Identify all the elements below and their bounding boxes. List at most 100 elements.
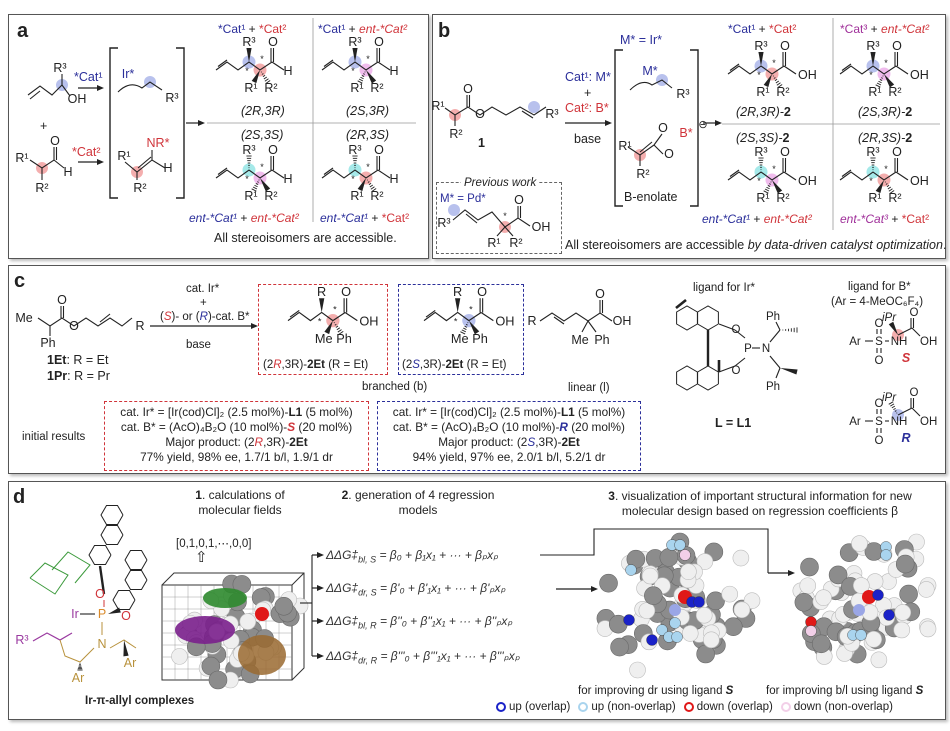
legend-label: up (non-overlap) bbox=[591, 701, 676, 713]
wedge-bond bbox=[366, 70, 377, 84]
stereocenter-highlight bbox=[528, 101, 540, 113]
bond bbox=[504, 226, 514, 237]
carbon-sphere bbox=[724, 617, 743, 636]
atom-label: iPr bbox=[882, 312, 897, 324]
bond bbox=[769, 329, 781, 343]
bond bbox=[264, 78, 269, 82]
metal-ir-label: M* = Ir* bbox=[620, 33, 663, 47]
conditions-s: cat. Ir* = [Ir(cod)Cl]₂ (2.5 mol%)-L1 (5… bbox=[104, 405, 369, 465]
t: (5 mol%) bbox=[302, 405, 353, 419]
atom-label: Ph bbox=[472, 331, 488, 346]
wedge-bond bbox=[352, 48, 358, 62]
line: 1. calculations of bbox=[170, 488, 310, 503]
up-nonoverlap-marker bbox=[880, 549, 892, 561]
bond bbox=[729, 169, 740, 177]
atom-label: R³ bbox=[242, 35, 255, 49]
bond bbox=[464, 325, 468, 328]
carbon-sphere bbox=[864, 542, 884, 561]
hydrogen-sphere bbox=[638, 602, 656, 619]
bond bbox=[465, 323, 468, 326]
atom-label: O bbox=[595, 287, 605, 301]
up-nonoverlap-marker bbox=[671, 631, 683, 643]
product-2s3r-box bbox=[398, 284, 524, 375]
bond bbox=[886, 184, 890, 188]
legend-ring-icon bbox=[496, 702, 506, 712]
wedge-bond bbox=[888, 321, 898, 335]
legend-label: down (overlap) bbox=[696, 701, 773, 713]
atom-label: M* bbox=[642, 64, 657, 78]
up-nonoverlap-marker bbox=[855, 629, 867, 641]
desc: : R = Pr bbox=[67, 369, 110, 383]
t: cat. B* = (AcO)₄B₂O (10 mol%)- bbox=[120, 420, 288, 434]
atom-label: S bbox=[875, 336, 883, 348]
stereocenter-highlight bbox=[448, 204, 460, 216]
atom-label: R bbox=[317, 284, 326, 299]
header-a-tl: *Cat¹ + *Cat² bbox=[218, 22, 286, 36]
config-a-tr: (2S,3R) bbox=[346, 104, 390, 118]
cat2-label: *Cat² bbox=[72, 145, 101, 159]
hydrogen-sphere bbox=[695, 606, 713, 624]
arrowhead bbox=[97, 159, 104, 165]
aromatic-ring bbox=[100, 524, 124, 546]
header-b-tr: *Cat³ + ent-*Cat² bbox=[840, 22, 929, 36]
bond bbox=[769, 355, 781, 369]
t: )-cat. B* bbox=[207, 311, 250, 323]
bond bbox=[769, 183, 771, 185]
bond bbox=[321, 169, 379, 179]
atom-label: S bbox=[902, 351, 911, 365]
atom-label: H bbox=[389, 172, 398, 186]
atom-label: R bbox=[135, 319, 144, 333]
hydrogen-sphere bbox=[680, 563, 697, 580]
t: . visualization of important structural … bbox=[614, 489, 912, 503]
bond bbox=[881, 77, 883, 79]
atom-label: Ph bbox=[766, 381, 780, 393]
bond bbox=[897, 327, 913, 336]
atom-label: OH bbox=[910, 68, 929, 82]
atom-label: OH bbox=[920, 336, 937, 348]
hydrogen-sphere bbox=[703, 631, 720, 649]
bond bbox=[841, 169, 852, 177]
hydrogen-sphere bbox=[866, 573, 884, 590]
bond bbox=[587, 320, 597, 333]
t: L1 bbox=[736, 416, 752, 430]
t: ,3R)- bbox=[419, 359, 446, 371]
bond bbox=[255, 183, 259, 185]
atom-label: R³ bbox=[754, 145, 767, 159]
atom-label: R¹ bbox=[487, 236, 500, 250]
ligand-ir-title: ligand for Ir* bbox=[693, 282, 756, 294]
footer-text: All stereoisomers are accessible bbox=[565, 238, 748, 252]
up-arrow-icon: ⇧ bbox=[195, 549, 208, 566]
desc: : R = Et bbox=[66, 353, 109, 367]
bond bbox=[109, 47, 118, 199]
atom-label: * bbox=[318, 317, 322, 327]
conditions-r: cat. Ir* = [Ir(cod)Cl]₂ (2.5 mol%)-L1 (5… bbox=[377, 405, 641, 465]
amine-arm bbox=[109, 639, 137, 649]
bond bbox=[360, 76, 364, 80]
atom-label: R² bbox=[888, 191, 901, 205]
grid-box-edge bbox=[161, 572, 305, 681]
carbon-sphere bbox=[899, 584, 918, 604]
base-label: base bbox=[574, 132, 602, 146]
atom-label: Ar bbox=[849, 416, 861, 428]
atom-label: Ir bbox=[71, 607, 79, 621]
allyl-region bbox=[175, 616, 235, 644]
num: 2 bbox=[782, 131, 790, 145]
aromatic-ring bbox=[124, 569, 148, 591]
aromatic-ring bbox=[697, 305, 719, 331]
atom-label: Ph bbox=[594, 333, 609, 347]
b-enolate-label: B-enolate bbox=[624, 190, 678, 204]
atom-label: R bbox=[453, 284, 462, 299]
bond bbox=[463, 327, 467, 331]
bond bbox=[289, 309, 300, 318]
t: = β₀ + β₁x₁ + ··· + βₚxₚ bbox=[376, 548, 499, 562]
bond bbox=[887, 186, 892, 190]
bond bbox=[217, 167, 228, 175]
line: molecular fields bbox=[198, 503, 282, 517]
t: R bbox=[199, 311, 208, 323]
bond bbox=[465, 213, 478, 224]
